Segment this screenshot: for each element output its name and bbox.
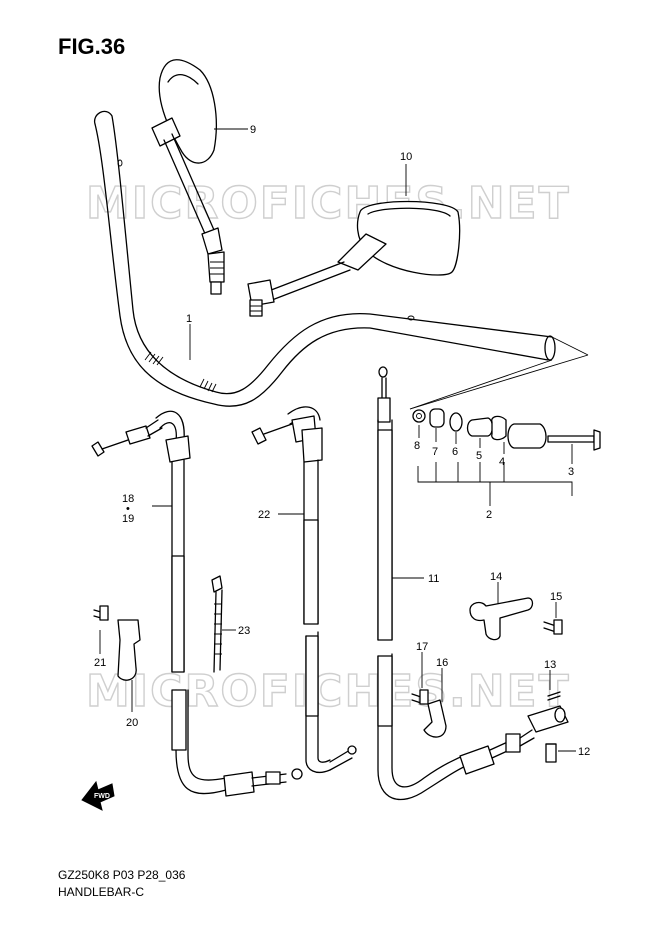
callout-3: 3 (568, 466, 574, 478)
callout-8: 8 (414, 440, 420, 452)
callout-14: 14 (490, 571, 502, 583)
leader-lines (99, 128, 576, 752)
callout-labels: 9 10 1 8 7 6 5 4 3 2 18 • 19 22 11 14 15… (94, 124, 590, 758)
callout-18-19-dot: • (126, 503, 130, 515)
cable-tie-part-23 (211, 575, 223, 673)
watermark-bottom: MICROFICHES.NET (86, 666, 571, 717)
mirror-right-part-10 (247, 200, 461, 317)
callout-15: 15 (550, 591, 562, 603)
pin-part-13 (547, 691, 561, 701)
callout-5: 5 (476, 450, 482, 462)
callout-18: 18 (122, 493, 134, 505)
callout-4: 4 (499, 456, 505, 468)
mirror-left-part-9 (151, 59, 225, 295)
callout-20: 20 (126, 717, 138, 729)
pin-part-12 (545, 743, 557, 763)
callout-9: 9 (250, 124, 256, 136)
callout-1: 1 (186, 313, 192, 325)
throttle-cable-part-22 (251, 406, 357, 774)
callout-10: 10 (400, 151, 412, 163)
callout-6: 6 (452, 446, 458, 458)
callout-7: 7 (432, 446, 438, 458)
callout-22: 22 (258, 509, 270, 521)
fwd-arrow-icon: FWD (81, 780, 115, 811)
handlebar-part-1 (93, 110, 589, 410)
fwd-label: FWD (94, 793, 110, 800)
watermark-top: MICROFICHES.NET (86, 178, 571, 229)
bracket-part-14 (469, 597, 534, 641)
section-name: HANDLEBAR-C (58, 885, 145, 899)
callout-23: 23 (238, 625, 250, 637)
clamp-part-16-bolt-part-17 (411, 689, 447, 738)
balancer-weight-assembly (412, 408, 601, 506)
clutch-cable-part-11 (377, 366, 569, 801)
callout-2: 2 (486, 509, 492, 521)
callout-17: 17 (416, 641, 428, 653)
throttle-cable-part-18-19 (91, 410, 303, 797)
clamp-part-20-bolt-part-21 (93, 605, 141, 681)
callout-13: 13 (544, 659, 556, 671)
callout-19: 19 (122, 513, 134, 525)
callout-12: 12 (578, 746, 590, 758)
bolt-part-15 (543, 619, 563, 635)
figure-title: FIG.36 (58, 34, 126, 59)
model-code: GZ250K8 P03 P28_036 (58, 868, 186, 882)
callout-16: 16 (436, 657, 448, 669)
callout-21: 21 (94, 657, 106, 669)
callout-11: 11 (428, 573, 439, 585)
